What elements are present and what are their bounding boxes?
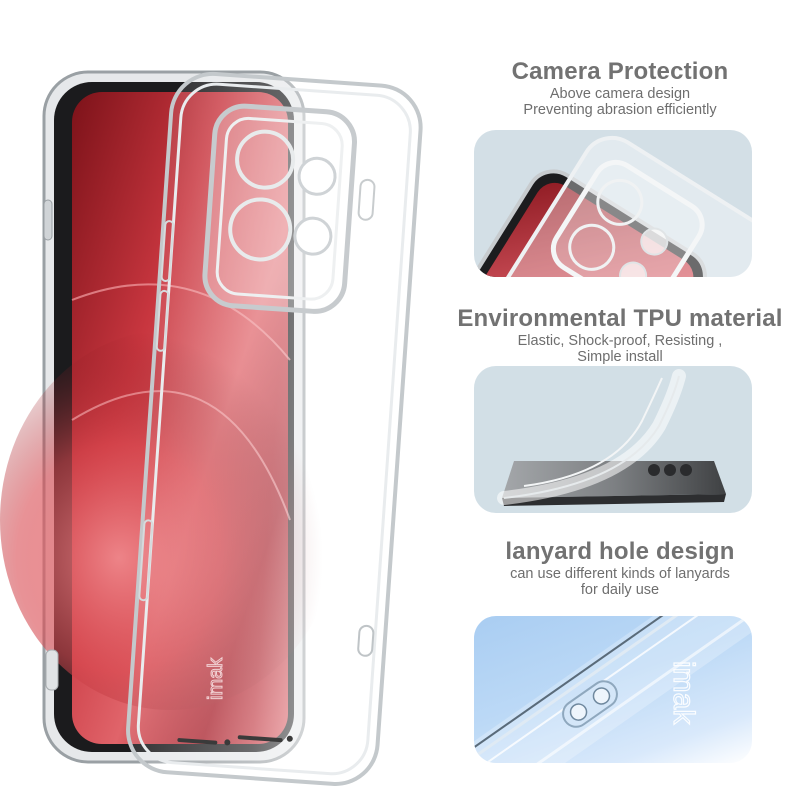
clear-case	[126, 71, 423, 786]
feature-subtitle-line: Above camera design	[549, 86, 691, 102]
lanyard-closeup-illustration: imak	[474, 616, 752, 763]
brand-watermark: imak	[667, 661, 700, 725]
feature-image-camera-protection	[474, 130, 752, 277]
flexible-case-illustration	[497, 369, 726, 506]
camera-closeup-illustration	[474, 135, 752, 277]
hero-product-image: imak	[0, 70, 423, 786]
feature-lanyard-hole: lanyard hole design can use different ki…	[455, 538, 785, 598]
feature-subtitle-line: Elastic, Shock-proof, Resisting ,	[517, 333, 723, 349]
feature-title: lanyard hole design	[505, 538, 735, 565]
feature-subtitle-line: Preventing abrasion efficiently	[523, 102, 717, 118]
brand-watermark: imak	[205, 657, 227, 700]
feature-subtitle-line: Simple install	[577, 349, 663, 365]
feature-title: Environmental TPU material	[457, 305, 783, 332]
feature-title: Camera Protection	[511, 58, 729, 85]
feature-image-tpu-material	[474, 366, 752, 513]
feature-tpu-material: Environmental TPU material Elastic, Shoc…	[455, 305, 785, 365]
feature-subtitle-line: can use different kinds of lanyards	[510, 566, 730, 582]
feature-subtitle-line: for daily use	[580, 582, 660, 598]
feature-image-lanyard-hole: imak	[474, 616, 752, 763]
feature-camera-protection: Camera Protection Above camera design Pr…	[455, 58, 785, 118]
phone-with-case-illustration: imak	[0, 70, 423, 786]
